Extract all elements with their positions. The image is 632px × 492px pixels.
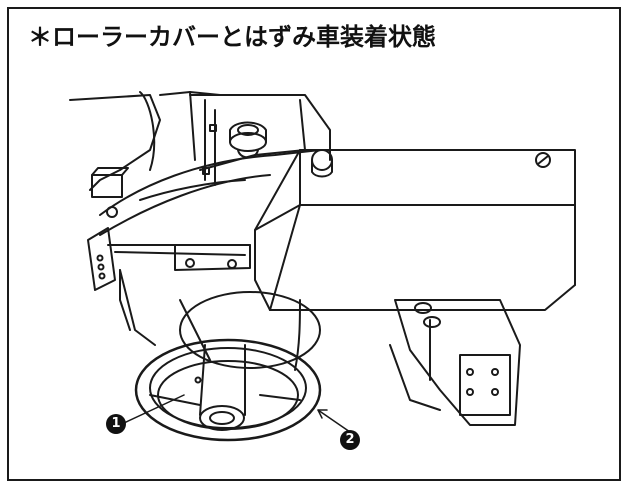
callout-1-badge: 1 [106, 414, 126, 434]
link-arm [91, 149, 321, 236]
left-tab [87, 227, 116, 291]
figure-title: ＊ローラーカバーとはずみ車装着状態 [28, 23, 436, 51]
lower-bracket [389, 299, 521, 426]
top-knob [229, 121, 267, 159]
rail [107, 244, 251, 271]
callout-leaders [123, 394, 351, 433]
roller-cover [254, 149, 576, 311]
callout-2-badge: 2 [340, 430, 360, 450]
handwheel [134, 291, 322, 442]
machine-body [119, 94, 331, 346]
